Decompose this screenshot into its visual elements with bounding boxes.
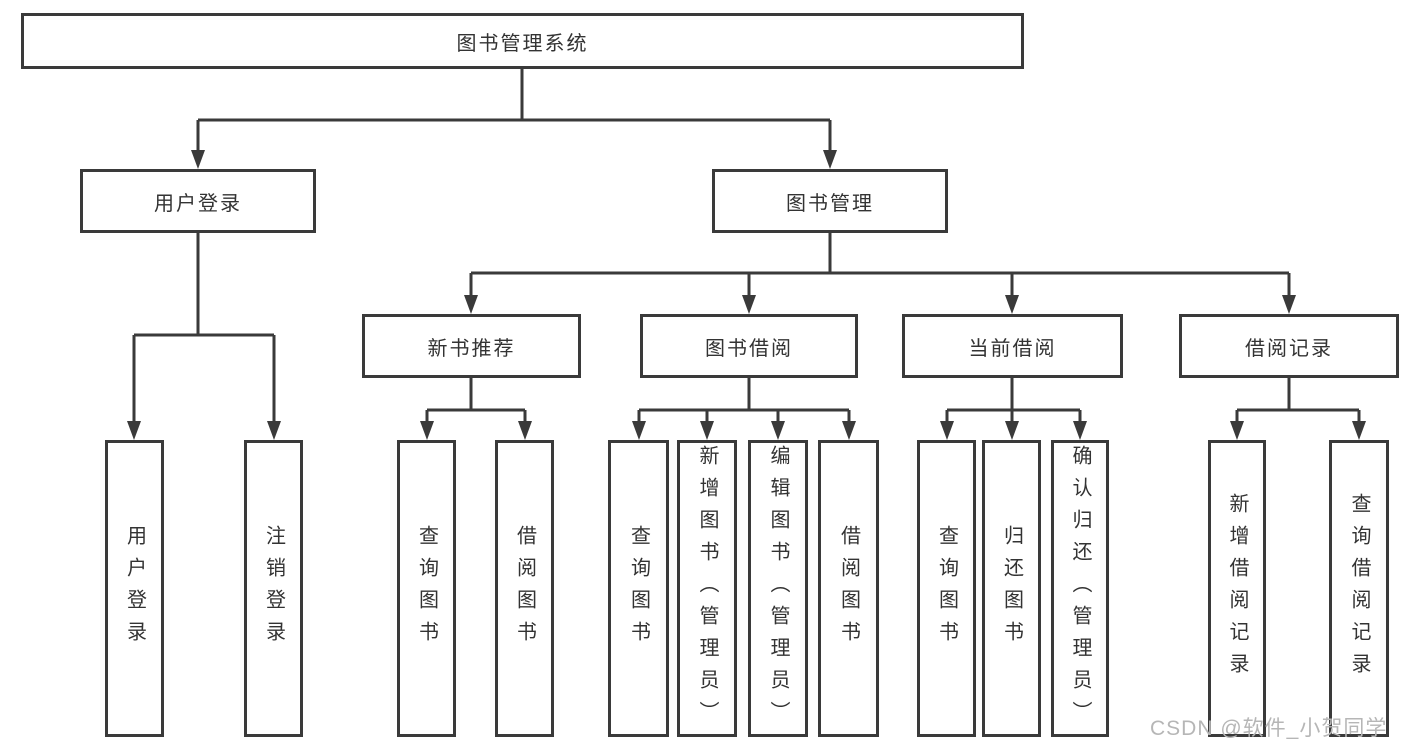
node-borrowing-records-label: 借阅记录 (1245, 337, 1333, 360)
node-leaf-query-borrow-record-label: 查询借阅记录 (1348, 492, 1370, 685)
node-leaf-query-books-recommend: 查询图书 (397, 440, 456, 737)
node-borrowing-records: 借阅记录 (1179, 314, 1399, 378)
node-book-borrowing: 图书借阅 (640, 314, 858, 378)
node-leaf-return-books-label: 归还图书 (1000, 524, 1023, 653)
node-current-borrowing: 当前借阅 (902, 314, 1123, 378)
node-leaf-add-book-admin-label: 新增图书（管理员） (696, 444, 718, 733)
node-leaf-add-book-admin: 新增图书（管理员） (677, 440, 737, 737)
node-new-book-recommend-label: 新书推荐 (427, 337, 516, 360)
node-leaf-query-books-recommend-label: 查询图书 (415, 524, 438, 653)
node-new-book-recommend: 新书推荐 (362, 314, 581, 378)
node-leaf-borrow-books-recommend-label: 借阅图书 (513, 524, 536, 653)
node-leaf-query-books-borrowing: 查询图书 (608, 440, 669, 737)
node-leaf-user-login-label: 用户登录 (123, 524, 146, 653)
connector-lines (132, 69, 1361, 424)
node-user-login-module-label: 用户登录 (154, 192, 242, 215)
node-leaf-return-books: 归还图书 (982, 440, 1041, 737)
csdn-watermark: CSDN @软件_小贺同学 (1150, 717, 1388, 740)
node-leaf-borrow-books-recommend: 借阅图书 (495, 440, 554, 737)
node-leaf-confirm-return-admin: 确认归还（管理员） (1051, 440, 1109, 737)
node-leaf-add-borrow-record-label: 新增借阅记录 (1226, 492, 1248, 685)
node-leaf-query-books-current-label: 查询图书 (935, 524, 958, 653)
node-current-borrowing-label: 当前借阅 (968, 337, 1057, 360)
node-leaf-add-borrow-record: 新增借阅记录 (1208, 440, 1266, 737)
node-root-system-label: 图书管理系统 (456, 32, 589, 55)
node-root-system: 图书管理系统 (21, 13, 1024, 69)
node-user-login-module: 用户登录 (80, 169, 316, 233)
node-leaf-logout-label: 注销登录 (262, 524, 285, 653)
node-leaf-borrow-books: 借阅图书 (818, 440, 879, 737)
node-leaf-user-login: 用户登录 (105, 440, 164, 737)
node-leaf-query-books-current: 查询图书 (917, 440, 976, 737)
node-leaf-query-books-borrowing-label: 查询图书 (627, 524, 650, 653)
node-book-management-module-label: 图书管理 (786, 192, 874, 215)
node-leaf-confirm-return-admin-label: 确认归还（管理员） (1069, 444, 1091, 733)
node-book-management-module: 图书管理 (712, 169, 948, 233)
node-leaf-borrow-books-label: 借阅图书 (837, 524, 860, 653)
arrow-down-icons (127, 150, 1366, 440)
node-leaf-logout: 注销登录 (244, 440, 303, 737)
node-leaf-query-borrow-record: 查询借阅记录 (1329, 440, 1389, 737)
node-book-borrowing-label: 图书借阅 (705, 337, 793, 360)
node-leaf-edit-book-admin-label: 编辑图书（管理员） (767, 444, 789, 733)
node-leaf-edit-book-admin: 编辑图书（管理员） (748, 440, 808, 737)
